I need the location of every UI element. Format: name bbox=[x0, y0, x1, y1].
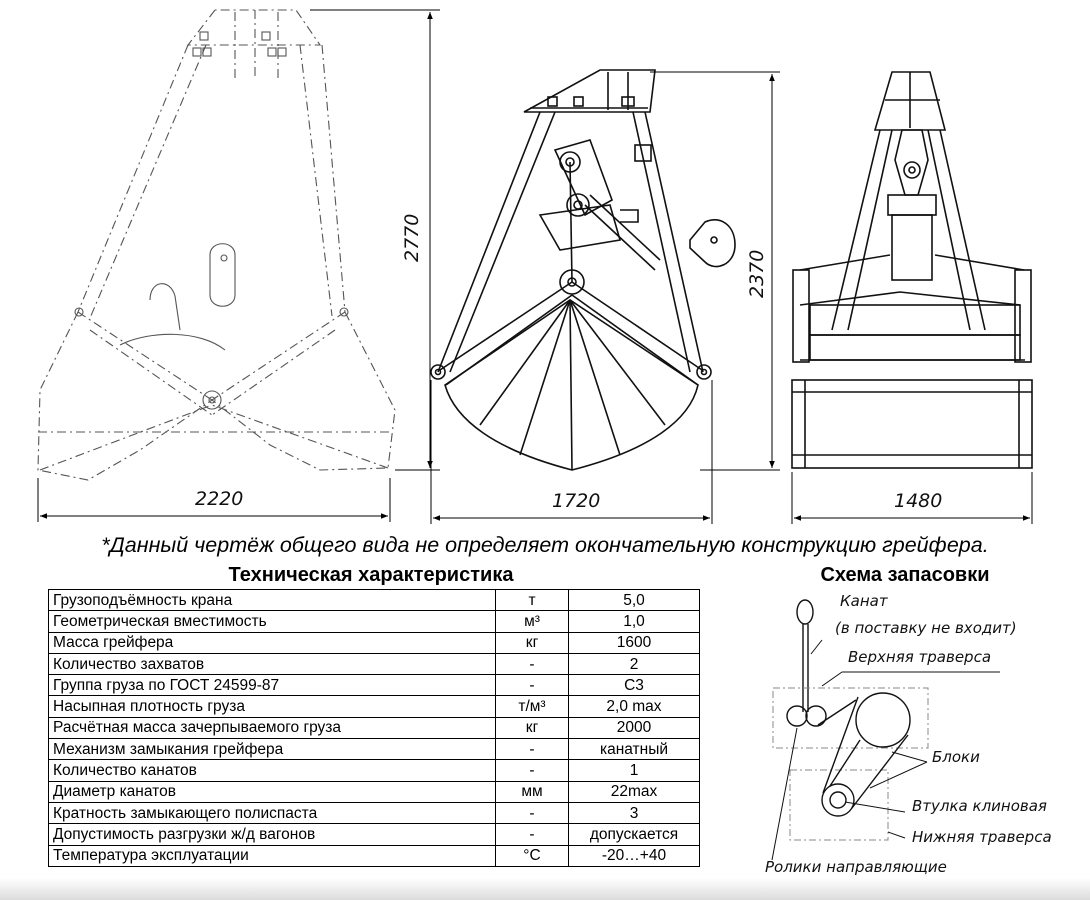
spec-param-unit: - bbox=[495, 652, 569, 676]
spec-param-value: 2,0 max bbox=[568, 695, 700, 718]
reeving-scheme bbox=[771, 599, 1000, 861]
spec-param-value: 1 bbox=[568, 759, 700, 782]
spec-param-value: 3 bbox=[568, 801, 700, 825]
dim-middle-height: 2370 bbox=[746, 250, 768, 298]
middle-dimensions bbox=[430, 71, 780, 524]
spec-row: Механизм замыкания грейфера-канатный bbox=[48, 738, 700, 761]
spec-param-value: 5,0 bbox=[568, 588, 700, 612]
spec-param-name: Кратность замыкающего полиспаста bbox=[48, 801, 496, 825]
spec-param-name: Количество канатов bbox=[48, 759, 496, 782]
spec-param-unit: - bbox=[495, 738, 569, 761]
disclaimer-note: *Данный чертёж общего вида не определяет… bbox=[101, 533, 989, 557]
spec-param-name: Количество захватов bbox=[48, 652, 496, 676]
spec-param-value: С3 bbox=[568, 674, 700, 697]
label-rope-note: (в поставку не входит) bbox=[835, 619, 1017, 637]
spec-row: Кратность замыкающего полиспаста-3 bbox=[48, 801, 700, 825]
dim-left-width: 2220 bbox=[195, 488, 243, 510]
dim-left-height: 2770 bbox=[401, 214, 423, 262]
spec-param-unit: °С bbox=[495, 844, 569, 867]
dim-middle-width: 1720 bbox=[552, 490, 600, 512]
spec-param-unit: т bbox=[495, 588, 569, 612]
spec-param-name: Расчётная масса зачерпываемого груза bbox=[48, 716, 496, 740]
right-dimensions bbox=[791, 472, 1033, 524]
reeving-scheme-title: Схема запасовки bbox=[820, 564, 990, 586]
spec-param-value: 1600 bbox=[568, 631, 700, 654]
spec-param-value: 1,0 bbox=[568, 610, 700, 633]
spec-param-value: 2 bbox=[568, 652, 700, 676]
spec-row: Количество канатов-1 bbox=[48, 759, 700, 782]
label-rope: Канат bbox=[840, 592, 889, 610]
spec-param-value: канатный bbox=[568, 738, 700, 761]
spec-param-name: Механизм замыкания грейфера bbox=[48, 738, 496, 761]
spec-param-value: 2000 bbox=[568, 716, 700, 740]
spec-param-unit: т/м³ bbox=[495, 695, 569, 718]
spec-param-name: Геометрическая вместимость bbox=[48, 610, 496, 633]
spec-param-unit: - bbox=[495, 759, 569, 782]
label-upper-traverse: Верхняя траверса bbox=[848, 648, 991, 666]
spec-param-unit: кг bbox=[495, 716, 569, 740]
label-lower-traverse: Нижняя траверса bbox=[912, 828, 1052, 846]
label-guide-rollers: Ролики направляющие bbox=[765, 858, 947, 876]
spec-param-name: Грузоподъёмность крана bbox=[48, 588, 496, 612]
spec-param-unit: мм bbox=[495, 780, 569, 803]
spec-param-name: Допустимость разгрузки ж/д вагонов bbox=[48, 823, 496, 846]
spec-param-name: Масса грейфера bbox=[48, 631, 496, 654]
spec-param-value: -20…+40 bbox=[568, 844, 700, 867]
spec-param-value: 22max bbox=[568, 780, 700, 803]
left-dimensions bbox=[37, 9, 440, 522]
right-view-side bbox=[791, 71, 1033, 469]
dim-right-width: 1480 bbox=[894, 490, 942, 512]
spec-param-name: Группа груза по ГОСТ 24599-87 bbox=[48, 674, 496, 697]
spec-param-name: Температура эксплуатации bbox=[48, 844, 496, 867]
spec-table-title: Техническая характеристика bbox=[228, 564, 514, 586]
spec-row: Допустимость разгрузки ж/д вагонов-допус… bbox=[48, 823, 700, 846]
label-wedge-sleeve: Втулка клиновая bbox=[912, 797, 1047, 815]
spec-param-unit: - bbox=[495, 801, 569, 825]
spec-param-name: Диаметр канатов bbox=[48, 780, 496, 803]
spec-param-unit: м³ bbox=[495, 610, 569, 633]
spec-param-unit: - bbox=[495, 674, 569, 697]
spec-row: Группа груза по ГОСТ 24599-87-С3 bbox=[48, 674, 700, 697]
spec-param-value: допускается bbox=[568, 823, 700, 846]
spec-param-name: Насыпная плотность груза bbox=[48, 695, 496, 718]
spec-row: Температура эксплуатации°С-20…+40 bbox=[48, 844, 700, 867]
spec-param-unit: - bbox=[495, 823, 569, 846]
label-blocks: Блоки bbox=[932, 748, 980, 766]
spec-param-unit: кг bbox=[495, 631, 569, 654]
spec-row: Количество захватов-2 bbox=[48, 652, 700, 676]
left-view-open-grab bbox=[37, 9, 396, 481]
middle-view-closed-grab bbox=[430, 69, 736, 471]
bottom-shadow bbox=[0, 878, 1090, 900]
